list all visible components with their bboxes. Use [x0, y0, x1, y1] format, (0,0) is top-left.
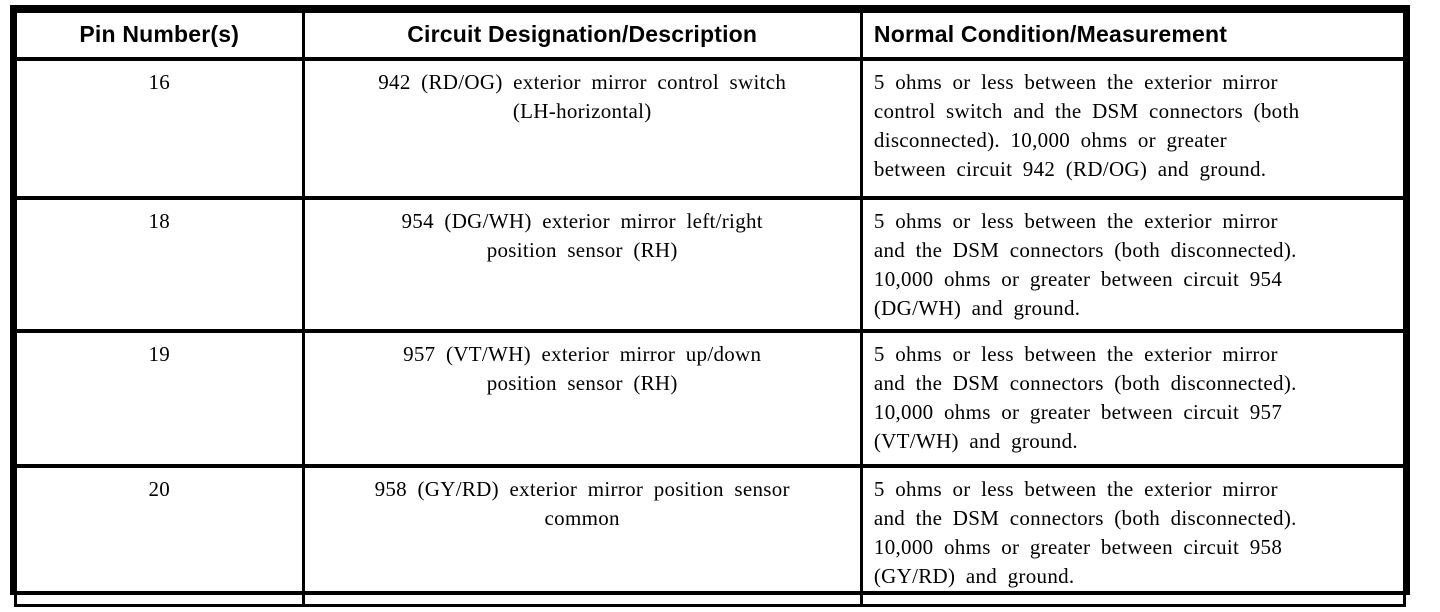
table-body: 16 942 (RD/OG) exterior mirror control s… — [14, 57, 1407, 607]
circuit-description-cell: 958 (GY/RD) exterior mirror position sen… — [301, 464, 863, 607]
table-row: 19 957 (VT/WH) exterior mirror up/down p… — [14, 329, 1407, 468]
column-header-circuit-designation: Circuit Designation/Description — [301, 9, 863, 61]
normal-condition-cell: 5 ohms or less between the exterior mirr… — [859, 464, 1407, 607]
normal-condition-cell: 5 ohms or less between the exterior mirr… — [859, 196, 1407, 333]
normal-condition-cell: 5 ohms or less between the exterior mirr… — [859, 57, 1407, 200]
circuit-description-cell: 957 (VT/WH) exterior mirror up/down posi… — [301, 329, 863, 468]
circuit-description-cell: 954 (DG/WH) exterior mirror left/right p… — [301, 196, 863, 333]
table-row: 18 954 (DG/WH) exterior mirror left/righ… — [14, 196, 1407, 333]
normal-condition-cell: 5 ohms or less between the exterior mirr… — [859, 329, 1407, 468]
pin-number-cell: 18 — [14, 196, 305, 333]
pin-test-table-frame: Pin Number(s) Circuit Designation/Descri… — [10, 5, 1410, 607]
pin-test-table: Pin Number(s) Circuit Designation/Descri… — [14, 9, 1407, 607]
pin-number-cell: 20 — [14, 464, 305, 607]
header-row: Pin Number(s) Circuit Designation/Descri… — [14, 9, 1407, 61]
column-header-normal-condition: Normal Condition/Measurement — [859, 9, 1407, 61]
pin-number-cell: 16 — [14, 57, 305, 200]
circuit-description-cell: 942 (RD/OG) exterior mirror control swit… — [301, 57, 863, 200]
table-row: 16 942 (RD/OG) exterior mirror control s… — [14, 57, 1407, 200]
table-row: 20 958 (GY/RD) exterior mirror position … — [14, 464, 1407, 607]
column-header-pin-numbers: Pin Number(s) — [14, 9, 305, 61]
pin-number-cell: 19 — [14, 329, 305, 468]
table-header: Pin Number(s) Circuit Designation/Descri… — [14, 9, 1407, 61]
